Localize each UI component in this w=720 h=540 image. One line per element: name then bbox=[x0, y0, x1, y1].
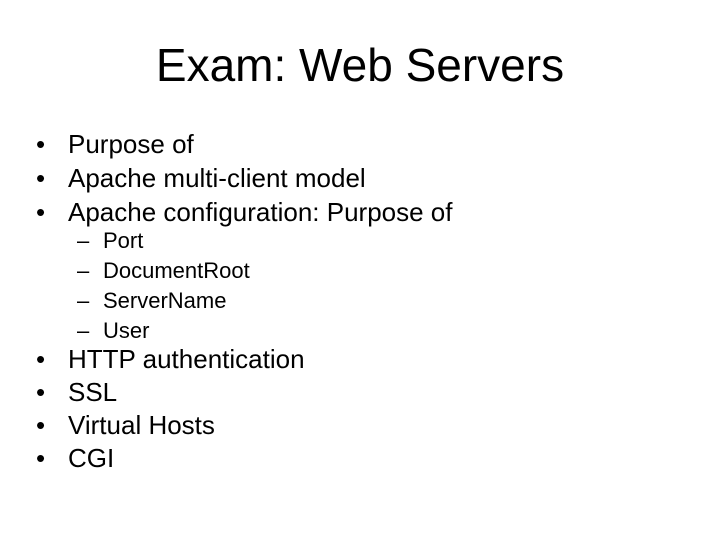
sub-bullet-item: – ServerName bbox=[0, 286, 720, 316]
bullet-item-label: SSL bbox=[68, 377, 118, 407]
slide-title: Exam: Web Servers bbox=[155, 39, 565, 91]
bullet-item: • Virtual Hosts bbox=[0, 409, 720, 442]
sub-bullet-item-label: Port bbox=[103, 228, 144, 253]
sub-bullet-item-label: DocumentRoot bbox=[103, 258, 250, 283]
sub-bullet-item: – DocumentRoot bbox=[0, 256, 720, 286]
dash-icon: – bbox=[77, 318, 90, 343]
bullet-dot-icon: • bbox=[36, 129, 46, 159]
dash-icon: – bbox=[77, 288, 90, 313]
dash-icon: – bbox=[77, 258, 90, 283]
bullet-item: • Apache multi-client model bbox=[0, 161, 720, 195]
bullet-dot-icon: • bbox=[36, 197, 46, 227]
sub-bullet-list: – Port – DocumentRoot – ServerName – Use… bbox=[0, 226, 720, 346]
bullet-item: • HTTP authentication bbox=[0, 343, 720, 376]
bullet-item: • Apache configuration: Purpose of bbox=[0, 195, 720, 229]
bullet-dot-icon: • bbox=[36, 377, 46, 407]
bullet-dot-icon: • bbox=[36, 163, 46, 193]
bullet-item-label: Virtual Hosts bbox=[68, 410, 215, 440]
bullet-list-top: • Purpose of • Apache multi-client model… bbox=[0, 127, 720, 229]
sub-bullet-item-label: ServerName bbox=[103, 288, 227, 313]
bullet-item-label: Apache configuration: Purpose of bbox=[68, 197, 453, 227]
bullet-dot-icon: • bbox=[36, 344, 46, 374]
bullet-dot-icon: • bbox=[36, 410, 46, 440]
bullet-item-label: CGI bbox=[68, 443, 115, 473]
bullet-list-bottom: • HTTP authentication • SSL • Virtual Ho… bbox=[0, 343, 720, 475]
bullet-item: • CGI bbox=[0, 442, 720, 475]
sub-bullet-item: – User bbox=[0, 316, 720, 346]
sub-bullet-item-label: User bbox=[103, 318, 150, 343]
bullet-item-label: Purpose of bbox=[68, 129, 194, 159]
bullet-item-label: HTTP authentication bbox=[68, 344, 305, 374]
bullet-item-label: Apache multi-client model bbox=[68, 163, 366, 193]
bullet-item: • SSL bbox=[0, 376, 720, 409]
sub-bullet-item: – Port bbox=[0, 226, 720, 256]
bullet-dot-icon: • bbox=[36, 443, 46, 473]
dash-icon: – bbox=[77, 228, 90, 253]
bullet-item: • Purpose of bbox=[0, 127, 720, 161]
